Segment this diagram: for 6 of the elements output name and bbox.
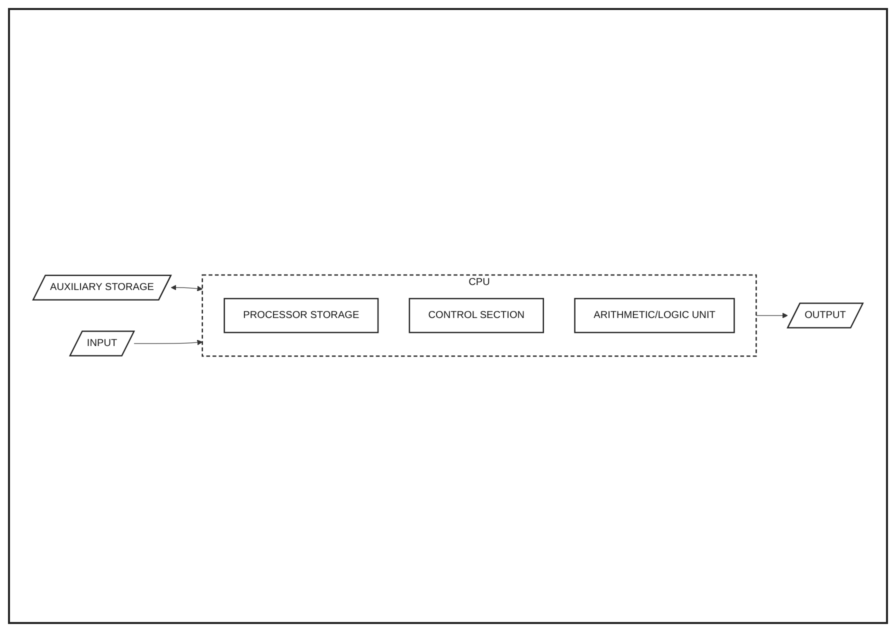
node-box: PROCESSOR STORAGE	[224, 298, 379, 334]
node-box: ARITHMETIC/LOGIC UNIT	[574, 298, 735, 334]
node-box: CONTROL SECTION	[408, 298, 544, 334]
arrow	[134, 340, 203, 346]
arrow	[170, 285, 203, 292]
arrow	[756, 313, 788, 319]
